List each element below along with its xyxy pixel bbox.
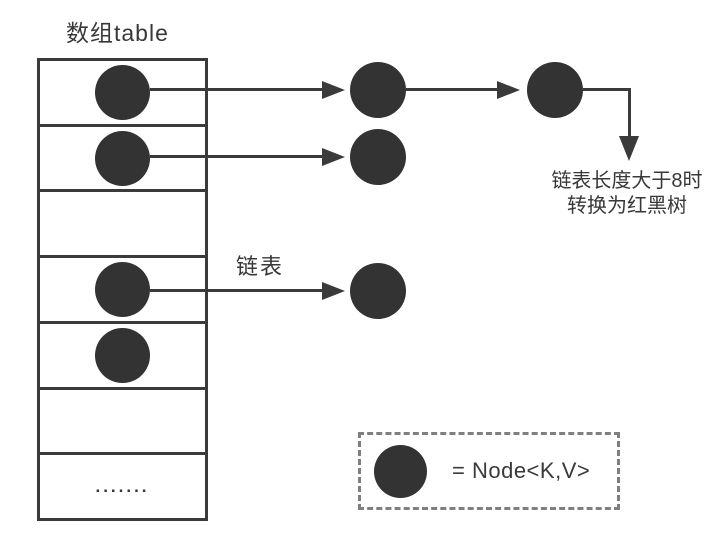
elbow-line-vertical (628, 88, 631, 136)
array-table: ....... (37, 58, 208, 521)
arrow-line (150, 88, 322, 91)
ellipsis-label: ....... (95, 476, 150, 496)
array-cell (40, 61, 205, 124)
node-circle (95, 327, 150, 383)
legend-node-circle (374, 444, 427, 498)
array-cell (40, 320, 205, 387)
linked-list-label: 链表 (236, 254, 285, 279)
array-cell (40, 123, 205, 190)
arrow-head-icon (322, 148, 345, 166)
diagram-title: 数组table (66, 20, 169, 46)
elbow-line-horizontal (583, 88, 631, 91)
node-circle (350, 263, 406, 319)
legend-box: = Node<K,V> (358, 432, 620, 510)
node-circle (95, 262, 150, 318)
arrow-head-icon (322, 81, 345, 99)
arrow-head-icon (497, 81, 520, 99)
arrow-line (150, 289, 322, 292)
node-circle (350, 129, 406, 185)
node-circle (350, 62, 406, 118)
array-cell (40, 189, 205, 255)
tree-note-line1: 链表长度大于8时 (551, 170, 703, 192)
array-cell (40, 386, 205, 453)
node-circle (95, 64, 150, 120)
array-cell: ....... (40, 452, 205, 518)
array-cell (40, 255, 205, 321)
tree-note-line2: 转换为红黑树 (567, 195, 687, 217)
node-circle (95, 130, 150, 186)
node-circle (527, 62, 583, 118)
arrow-line (406, 88, 497, 91)
arrow-head-down-icon (619, 136, 639, 161)
arrow-head-icon (322, 282, 345, 300)
tree-note: 链表长度大于8时 转换为红黑树 (531, 169, 720, 219)
legend-text: = Node<K,V> (452, 458, 591, 483)
arrow-line (150, 155, 322, 158)
